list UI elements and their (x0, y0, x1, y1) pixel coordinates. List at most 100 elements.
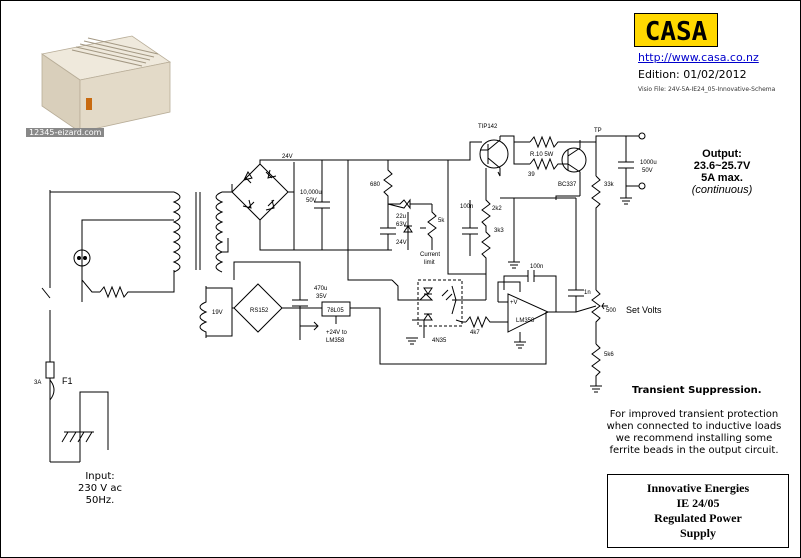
resistor-680 (383, 160, 393, 212)
transient-line: we recommend installing some (615, 433, 773, 444)
label-4n35: 4N35 (432, 338, 447, 344)
label-current: Current (420, 252, 440, 258)
casa-logo: CASA (634, 13, 718, 47)
label-78l05: 78L05 (327, 308, 344, 314)
title-line: Innovative Energies (646, 481, 750, 495)
input-line: 50Hz. (85, 495, 115, 506)
label-tip142: TIP142 (478, 124, 498, 130)
bridge-rectifier-rs152 (233, 283, 283, 333)
label-r680: 680 (370, 182, 381, 188)
optocoupler-4n35 (417, 279, 463, 327)
output-range: 23.6~25.7V (693, 160, 751, 172)
label-c10000-v: 50V (306, 198, 317, 204)
label-c1000: 1000u (640, 160, 657, 166)
opamp-lm358 (507, 293, 550, 333)
transistor-tip142 (479, 139, 509, 169)
transistor-bc337 (561, 147, 587, 173)
resistor-2k2-3k3 (481, 168, 491, 300)
label-limit: limit (424, 260, 435, 266)
output-terminal-positive[interactable] (638, 132, 646, 140)
label-r5k6: 5k6 (604, 352, 614, 358)
label-c470: 470u (314, 286, 327, 292)
label-c100n-b: 100n (530, 264, 543, 270)
resistor-4k7 (465, 315, 502, 329)
earth-symbol (61, 431, 94, 443)
label-bc337: BC337 (558, 182, 577, 188)
capacitor-1000u (618, 136, 634, 198)
label-c22-v: 63V (396, 222, 407, 228)
title-line: IE 24/05 (676, 496, 720, 510)
label-rs152: RS152 (250, 308, 269, 314)
capacitor-100n-b (503, 270, 557, 312)
zener-24v (403, 225, 413, 233)
mains-switch (41, 287, 51, 299)
label-r500: 500 (606, 308, 617, 314)
label-24v: 24V (282, 154, 293, 160)
title-line: Regulated Power (654, 511, 742, 525)
output-note: (continuous) (691, 184, 753, 196)
bridge-rectifier-main (231, 163, 289, 221)
capacitor-470u (292, 299, 308, 307)
logo-text: CASA (645, 17, 708, 47)
resistor-5k6 (591, 343, 601, 386)
transient-line: when connected to inductive loads (606, 421, 782, 432)
label-to-lm358-2: LM358 (326, 338, 345, 344)
visio-file-text: Visio File: 24V-5A-IE24_05-Innovative-Sc… (638, 86, 776, 93)
output-current: 5A max. (701, 172, 743, 184)
label-r39: 39 (528, 172, 535, 178)
label-c470-v: 35V (316, 294, 327, 300)
input-line: Input: (85, 471, 115, 482)
photo-caption: 12345-eizard.com (26, 128, 105, 137)
transformer-secondary (215, 191, 224, 273)
label-tp: TP (594, 128, 602, 134)
label-c22: 22u (396, 214, 406, 220)
label-fuse-name: F1 (62, 376, 73, 386)
label-r2k2: 2k2 (492, 206, 502, 212)
output-terminal-negative[interactable] (638, 182, 646, 190)
label-r4k7: 4k7 (470, 330, 480, 336)
label-plus-v: +V (510, 300, 518, 306)
resistor-33k (591, 175, 601, 290)
label-c10000: 10,000u (300, 190, 322, 196)
title-block: Innovative Energies IE 24/05 Regulated P… (607, 474, 789, 548)
label-zener: 24V (396, 240, 407, 246)
capacitor-10000u (314, 160, 330, 250)
label-lm358: LM358 (516, 318, 535, 324)
power-switch-icon (86, 98, 92, 110)
label-set-volts: Set Volts (626, 305, 662, 315)
input-label: Input: 230 V ac 50Hz. (52, 471, 148, 507)
neon-resistor (99, 270, 175, 299)
label-to-lm358-1: +24V to (326, 330, 348, 336)
aux-winding-19v (199, 286, 208, 338)
label-r10: R.10 5W (530, 152, 554, 158)
edition-text: Edition: 01/02/2012 (638, 68, 747, 81)
potentiometer-current-limit[interactable] (427, 204, 437, 244)
resistor-39 (529, 157, 562, 171)
capacitor-100n-a (462, 200, 478, 256)
label-c1000-v: 50V (642, 168, 653, 174)
transient-title: Transient Suppression. (632, 385, 762, 396)
fuse-f1 (45, 361, 55, 379)
label-r3k3: 3k3 (494, 228, 504, 234)
transient-line: For improved transient protection (609, 409, 779, 420)
label-r33k: 33k (604, 182, 615, 188)
label-c1n: 1n (584, 290, 591, 296)
transient-line: ferrite beads in the output circuit. (609, 445, 779, 456)
label-c100n-a: 100n (460, 204, 473, 210)
capacitor-1n (568, 198, 584, 312)
product-photo (40, 35, 172, 132)
website-link[interactable]: http://www.casa.co.nz (638, 51, 759, 64)
input-line: 230 V ac (78, 483, 122, 494)
output-spec: Output: 23.6~25.7V 5A max. (continuous) (662, 148, 782, 196)
label-r5k: 5k (438, 218, 445, 224)
title-line: Supply (679, 526, 717, 540)
label-19v: 19V (212, 310, 223, 316)
resistor-r10 (529, 135, 572, 149)
transient-note: For improved transient protection when c… (606, 409, 782, 457)
potentiometer-set-volts[interactable] (591, 289, 601, 344)
capacitor-22u (380, 212, 396, 250)
output-title: Output: (702, 148, 742, 160)
transformer-primary (172, 191, 181, 273)
label-fuse-rating: 3A (34, 380, 41, 386)
